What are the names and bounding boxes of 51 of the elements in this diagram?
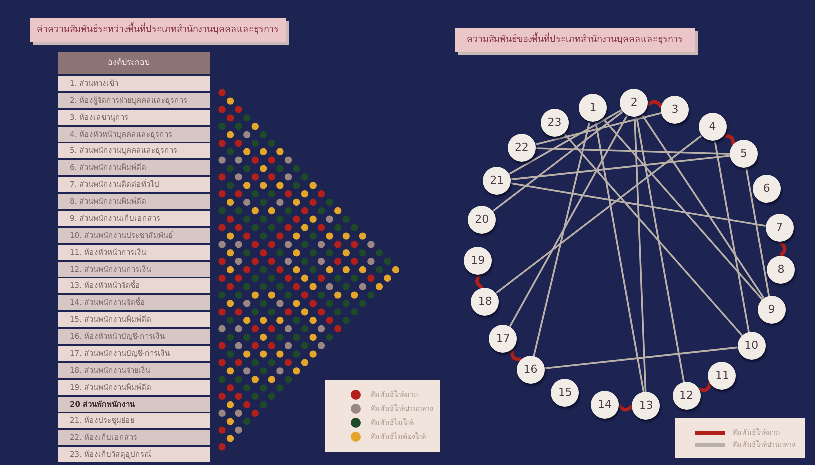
connector-line bbox=[647, 100, 663, 108]
number-circle: 22 bbox=[508, 134, 536, 162]
connector-line bbox=[563, 132, 743, 336]
connector-line bbox=[594, 121, 645, 392]
number-circle: 13 bbox=[632, 392, 660, 420]
number-circle: 16 bbox=[516, 356, 545, 384]
connector-line bbox=[496, 135, 702, 294]
connector-line bbox=[509, 114, 628, 328]
number-circle: 7 bbox=[766, 214, 794, 242]
connector-line bbox=[746, 168, 770, 296]
panel-title: ความสัมพันธ์ของพื้นที่ประเภทสำนักงานบุคคลและธุรการ bbox=[455, 28, 695, 52]
connector-line bbox=[510, 155, 730, 181]
connector-line bbox=[636, 116, 685, 382]
number-circle: 19 bbox=[464, 246, 492, 275]
number-circle: 14 bbox=[590, 390, 619, 419]
connector-line bbox=[510, 182, 766, 227]
number-circle: 1 bbox=[579, 94, 608, 122]
connector-line bbox=[698, 382, 712, 392]
number-circle: 6 bbox=[752, 174, 781, 203]
number-circle: 12 bbox=[672, 382, 700, 410]
connector-line bbox=[634, 117, 647, 392]
connector-line bbox=[508, 109, 623, 176]
panel-title: ค่าความสัมพันธ์ระหว่างพื้นที่ประเภทสำนักงานบุคคลและธุรการ bbox=[30, 18, 286, 42]
connector-line bbox=[618, 404, 634, 412]
number-circle: 10 bbox=[738, 332, 766, 360]
number-circle: 21 bbox=[483, 167, 512, 196]
connector-line bbox=[779, 241, 787, 258]
number-circle: 11 bbox=[708, 362, 736, 390]
connector-line bbox=[723, 134, 736, 146]
number-circle: 5 bbox=[730, 140, 758, 168]
number-circle: 18 bbox=[471, 288, 500, 316]
connector-line bbox=[714, 141, 750, 333]
number-circle: 15 bbox=[551, 378, 580, 407]
connector-line bbox=[492, 110, 624, 212]
number-circle: 2 bbox=[620, 89, 648, 118]
connector-line bbox=[544, 346, 738, 370]
number-circle: 4 bbox=[698, 113, 727, 142]
connector-line bbox=[476, 274, 484, 290]
number-circle: 3 bbox=[661, 96, 690, 124]
number-circle: 23 bbox=[540, 108, 569, 137]
number-circle: 20 bbox=[468, 206, 496, 234]
connector-line bbox=[602, 117, 764, 300]
connector-line bbox=[510, 349, 522, 362]
number-circle: 9 bbox=[758, 296, 786, 324]
connector-line bbox=[535, 112, 662, 146]
table-header: องค์ประกอบ bbox=[58, 52, 210, 74]
connector-line bbox=[641, 114, 765, 299]
connector-line bbox=[536, 148, 730, 155]
number-circle: 17 bbox=[489, 325, 518, 354]
number-circle: 8 bbox=[767, 256, 796, 284]
connector-line bbox=[533, 120, 591, 357]
